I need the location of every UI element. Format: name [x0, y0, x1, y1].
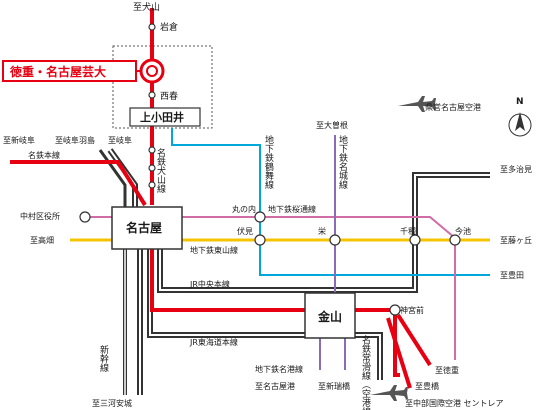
line-meitetsu-inuyama: 名鉄犬山線: [155, 147, 166, 193]
station-sakae: [329, 234, 341, 246]
station-nishiharu: [148, 91, 156, 99]
label-kamiotai: 上小田井: [140, 110, 184, 124]
station-inuyama-line-2: [148, 164, 156, 172]
station-marunouchi: [254, 211, 266, 223]
dest-shingifu: 至新岐阜: [3, 135, 35, 145]
dest-ozone: 至大曽根: [316, 120, 348, 130]
dest-takabata: 至高畑: [30, 235, 54, 245]
station-markers: [79, 23, 461, 316]
station-imaike: [449, 234, 461, 246]
station-jingumae: [389, 304, 401, 316]
kamiotai-station-box: [129, 107, 201, 127]
label-nagoya: 名古屋: [126, 220, 162, 235]
line-meitetsu-honsen: 名鉄本線: [28, 150, 60, 160]
label-imaike: 今池: [455, 226, 471, 236]
meitetsu-lines: [10, 8, 432, 389]
label-nishiharu: 西春: [160, 90, 178, 102]
station-chikusa: [409, 234, 421, 246]
dest-fujigaoka: 至藤ヶ丘: [500, 235, 532, 245]
station-iwakura: [148, 23, 156, 31]
highlight-station-label: 徳重・名古屋芸大: [9, 64, 106, 79]
label-chikusa: 千種: [400, 226, 416, 236]
line-jr-chuo: JR中央本線: [189, 279, 230, 289]
dest-inuyama: 至犬山: [133, 1, 160, 13]
compass-n: N: [516, 97, 524, 107]
sakuradori-line: [90, 216, 456, 360]
label-jingumae: 神宮前: [400, 305, 424, 315]
tsurumai-line: [171, 128, 490, 276]
kamiotai-area-box: [112, 45, 213, 129]
dest-shinmizuho: 至新瑞橋: [318, 381, 350, 391]
label-fushimi: 伏見: [237, 226, 253, 236]
line-tokoname: 名鉄常滑線（空港線）: [360, 334, 371, 410]
dest-mikawa-anjo: 至三河安城: [92, 398, 132, 408]
line-sakuradori: 地下鉄桜通線: [268, 204, 316, 214]
dest-nagoyako: 至名古屋港: [255, 381, 295, 391]
compass-icon: [508, 112, 532, 137]
label-airport: 県営名古屋空港: [425, 102, 481, 112]
airplane-icon-airport: [370, 385, 408, 401]
line-shinkansen: 新幹線: [98, 344, 109, 372]
label-kanayama: 金山: [317, 309, 342, 324]
line-meiko: 地下鉄名港線: [255, 364, 303, 374]
line-tsurumai: 地下鉄鶴舞線: [263, 134, 274, 189]
airplane-icon: [398, 96, 436, 112]
kanayama-station-box: [304, 292, 356, 339]
line-jr-tokaido: JR東海道本線: [189, 337, 238, 347]
line-higashiyama: 地下鉄東山線: [190, 245, 238, 255]
line-meijo: 地下鉄名城線: [337, 134, 348, 189]
label-sakae: 栄: [318, 226, 326, 236]
dest-gifu: 至岐阜: [108, 135, 132, 145]
dest-tokushige: 至徳重: [435, 365, 459, 375]
dest-tajimi: 至多治見: [500, 164, 532, 174]
station-highlight-tokushige: [139, 58, 165, 84]
dest-gifu-hashima: 至岐阜羽島: [55, 135, 95, 145]
station-inuyama-line-1: [148, 146, 156, 154]
dest-toyohashi: 至豊橋: [415, 381, 439, 391]
dest-chubu-airport: 至中部国際空港 セントレア: [405, 398, 504, 408]
label-iwakura: 岩倉: [160, 21, 178, 33]
label-nakamura-kuyakusho: 中村区役所: [20, 211, 60, 221]
nagoya-station-box: [111, 206, 183, 250]
station-nakamura-kuyakusho: [79, 211, 91, 223]
dest-toyota: 至豊田: [500, 270, 524, 280]
station-inuyama-line-3: [148, 181, 156, 189]
station-fushimi: [254, 234, 266, 246]
label-marunouchi: 丸の内: [232, 204, 256, 214]
